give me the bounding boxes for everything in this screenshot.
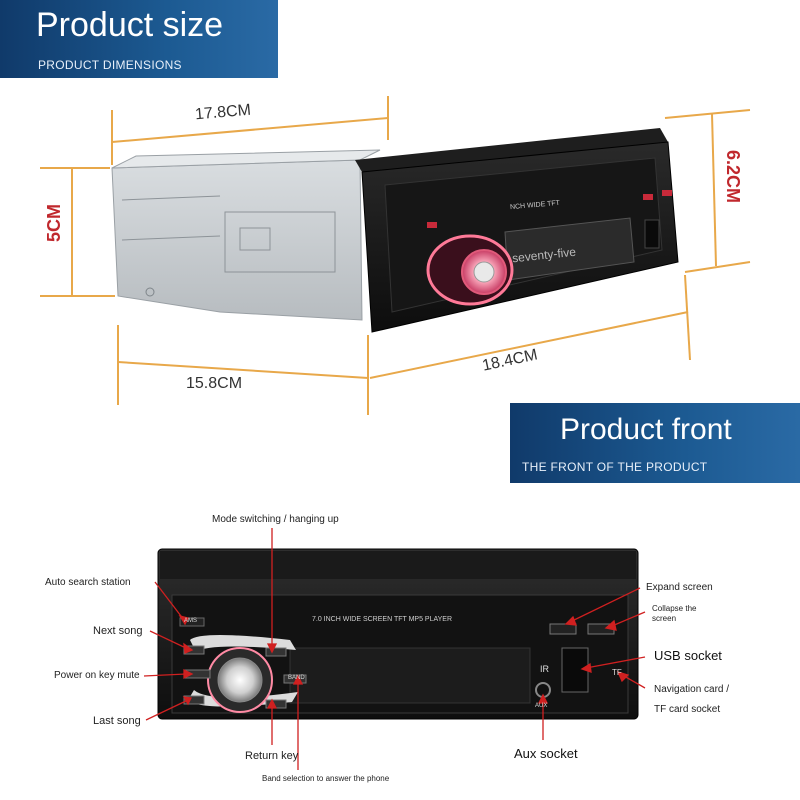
ir-label: IR — [540, 664, 549, 674]
product-front-subtitle: THE FRONT OF THE PRODUCT — [522, 460, 708, 474]
product-size-subtitle: PRODUCT DIMENSIONS — [38, 58, 182, 72]
device-size-illustration — [40, 96, 751, 415]
front-panel-top — [355, 128, 668, 172]
dim-bottom-length: 15.8CM — [186, 375, 243, 392]
band-label: BAND — [288, 675, 305, 681]
callout-collapse-line1: Collapse the — [652, 604, 697, 613]
callout-collapse-line2: screen — [652, 614, 677, 623]
callout-last-song: Last song — [93, 715, 141, 727]
front-top-strip — [160, 551, 636, 579]
chassis-top — [111, 149, 381, 169]
callout-power-mute: Power on key mute — [54, 670, 140, 681]
callout-usb-socket: USB socket — [654, 648, 722, 663]
product-size-title: Product size — [36, 6, 224, 44]
dim-right-height: 6.2CM — [723, 150, 743, 204]
callout-nav-card-line2: TF card socket — [654, 704, 721, 715]
callout-mode-switching: Mode switching / hanging up — [212, 514, 339, 525]
chassis-slot — [239, 227, 271, 251]
product-size-banner: Product size PRODUCT DIMENSIONS — [0, 0, 278, 78]
chassis-cutout — [224, 211, 336, 273]
callout-nav-card-line1: Navigation card / — [654, 684, 730, 695]
callout-next-song: Next song — [93, 625, 143, 637]
callout-aux-socket: Aux socket — [514, 746, 578, 761]
expand-button — [549, 623, 577, 635]
callout-return-key: Return key — [245, 750, 299, 762]
callout-expand-screen: Expand screen — [646, 582, 713, 593]
callout-band-selection: Band selection to answer the phone — [262, 774, 390, 783]
front-lcd — [289, 647, 531, 704]
tf-label: TF — [612, 668, 622, 677]
front-knob — [217, 657, 263, 703]
front-panel-caption: 7.0 INCH WIDE SCREEN TFT MP5 PLAYER — [312, 616, 453, 623]
ams-label: AMS — [184, 618, 198, 624]
aux-label: AUX — [535, 703, 548, 709]
product-front-title: Product front — [560, 413, 732, 446]
callout-auto-search: Auto search station — [45, 577, 131, 588]
product-front-banner: Product front THE FRONT OF THE PRODUCT — [510, 403, 800, 483]
